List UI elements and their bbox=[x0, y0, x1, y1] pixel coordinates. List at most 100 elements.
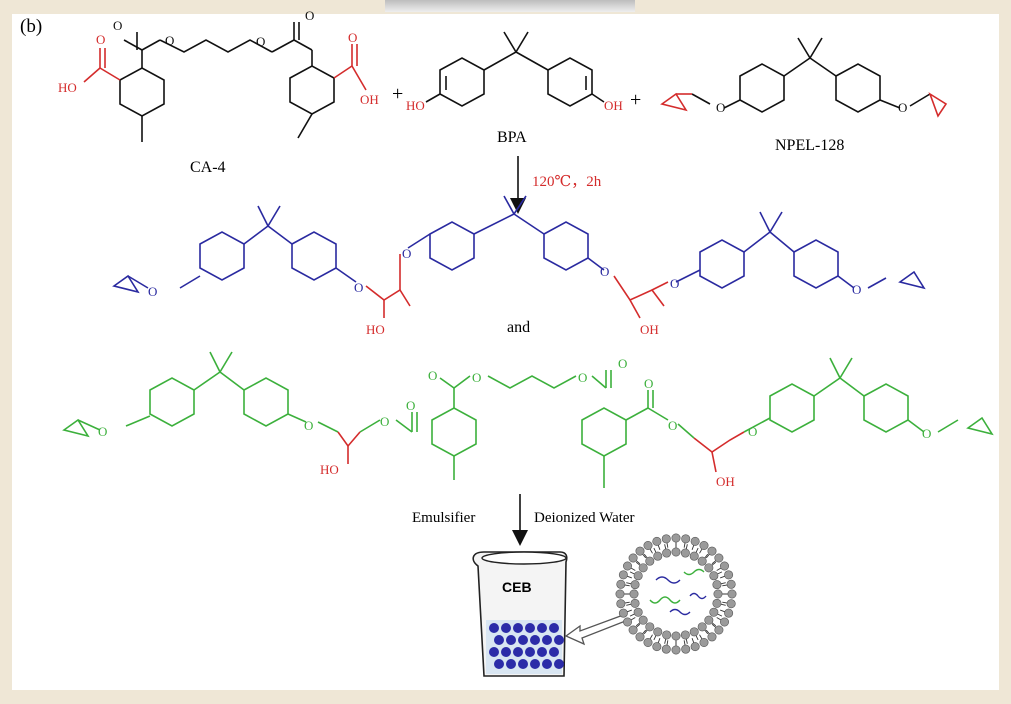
atom-ho: HO bbox=[320, 462, 339, 477]
atom-o: O bbox=[256, 34, 265, 49]
deionized-water-label: Deionized Water bbox=[534, 510, 635, 526]
surfactant-head bbox=[643, 541, 653, 551]
surfactant-head bbox=[623, 561, 633, 571]
magnify-arrow bbox=[564, 613, 629, 646]
surfactant-head bbox=[630, 580, 640, 590]
emulsion-particle bbox=[542, 659, 552, 669]
surfactant-head bbox=[699, 637, 709, 647]
emulsion-particle bbox=[518, 635, 528, 645]
emulsion-particle bbox=[506, 659, 516, 669]
atom-o: O bbox=[354, 280, 363, 295]
surfactant-head bbox=[635, 546, 645, 556]
surfactant-head bbox=[680, 630, 690, 640]
npel128-epoxides bbox=[660, 92, 948, 118]
surfactant-head bbox=[712, 598, 722, 608]
surfactant-head bbox=[724, 570, 734, 580]
emulsion-particle bbox=[494, 635, 504, 645]
emulsion-particle bbox=[554, 659, 564, 669]
emulsion-particle bbox=[489, 623, 499, 633]
surfactant-head bbox=[690, 642, 700, 652]
emulsion-particle bbox=[513, 623, 523, 633]
particle-cluster bbox=[489, 623, 564, 669]
atom-o: O bbox=[305, 8, 314, 23]
npel128-structure bbox=[691, 37, 931, 113]
polymer-chain-blue bbox=[669, 608, 691, 616]
surfactant-head bbox=[680, 548, 690, 558]
surfactant-head bbox=[699, 541, 709, 551]
emulsion-particle bbox=[549, 647, 559, 657]
atom-o: O bbox=[165, 33, 174, 48]
surfactant-head bbox=[628, 625, 638, 635]
atom-o: O bbox=[113, 18, 122, 33]
atom-o: O bbox=[852, 282, 861, 297]
surfactant-head bbox=[671, 547, 681, 557]
surfactant-head bbox=[681, 644, 691, 654]
emulsion-particle bbox=[542, 635, 552, 645]
surfactant-head bbox=[689, 627, 699, 637]
photo-strip bbox=[385, 0, 635, 12]
emulsion-particle bbox=[489, 647, 499, 657]
emulsion-particle bbox=[530, 635, 540, 645]
atom-ho: HO bbox=[406, 98, 425, 113]
surfactant-head bbox=[697, 556, 707, 566]
atom-o: O bbox=[668, 418, 677, 433]
panel-label: (b) bbox=[20, 16, 42, 37]
polymer-chain-green bbox=[649, 596, 681, 604]
surfactant-head bbox=[638, 563, 648, 573]
atom-o: O bbox=[98, 424, 107, 439]
surfactant-head bbox=[616, 599, 626, 609]
emulsion-particle bbox=[506, 635, 516, 645]
surfactant-head bbox=[615, 589, 625, 599]
emulsion-particle bbox=[530, 659, 540, 669]
surfactant-head bbox=[661, 644, 671, 654]
surfactant-head bbox=[719, 617, 729, 627]
surfactant-head bbox=[630, 598, 640, 608]
surfactant-head bbox=[662, 548, 672, 558]
atom-o: O bbox=[600, 264, 609, 279]
emulsion-particle bbox=[525, 647, 535, 657]
plus-sign: + bbox=[630, 89, 641, 111]
connector-word: and bbox=[507, 319, 530, 336]
surfactant-head bbox=[645, 622, 655, 632]
surfactant-head bbox=[616, 579, 626, 589]
atom-o: O bbox=[922, 426, 931, 441]
atom-o: O bbox=[348, 30, 357, 45]
ca4-structure bbox=[119, 22, 335, 142]
bpa-structure bbox=[425, 31, 605, 107]
atom-oh: OH bbox=[360, 92, 379, 107]
emulsifier-label: Emulsifier bbox=[412, 510, 475, 526]
atom-o: O bbox=[304, 418, 313, 433]
emulsion-particle bbox=[525, 623, 535, 633]
surfactant-head bbox=[638, 615, 648, 625]
surfactant-head bbox=[712, 580, 722, 590]
surfactant-head bbox=[714, 625, 724, 635]
surfactant-head bbox=[633, 571, 643, 581]
surfactant-head bbox=[726, 579, 736, 589]
surfactant-head bbox=[652, 642, 662, 652]
atom-o: O bbox=[406, 398, 415, 413]
atom-oh: OH bbox=[604, 98, 623, 113]
reactant-name-bpa: BPA bbox=[497, 129, 527, 146]
polymer-chain-blue bbox=[655, 576, 681, 584]
surfactant-head bbox=[724, 608, 734, 618]
surfactant-head bbox=[633, 607, 643, 617]
surfactant-head bbox=[653, 627, 663, 637]
atom-o: O bbox=[96, 32, 105, 47]
surfactant-head bbox=[727, 589, 737, 599]
atom-o: O bbox=[748, 424, 757, 439]
surfactant-head bbox=[643, 637, 653, 647]
surfactant-head bbox=[661, 534, 671, 544]
atom-o: O bbox=[148, 284, 157, 299]
surfactant-head bbox=[623, 617, 633, 627]
surfactant-head bbox=[713, 589, 723, 599]
emulsion-particle bbox=[537, 623, 547, 633]
surfactant-head bbox=[629, 589, 639, 599]
reactant-name-ca4: CA-4 bbox=[190, 159, 226, 176]
reactant-name-npel128: NPEL-128 bbox=[775, 137, 844, 154]
emulsion-particle bbox=[549, 623, 559, 633]
emulsion-particle bbox=[518, 659, 528, 669]
surfactant-head bbox=[707, 632, 717, 642]
emulsion-particle bbox=[537, 647, 547, 657]
product-blue-linkers bbox=[365, 254, 669, 319]
